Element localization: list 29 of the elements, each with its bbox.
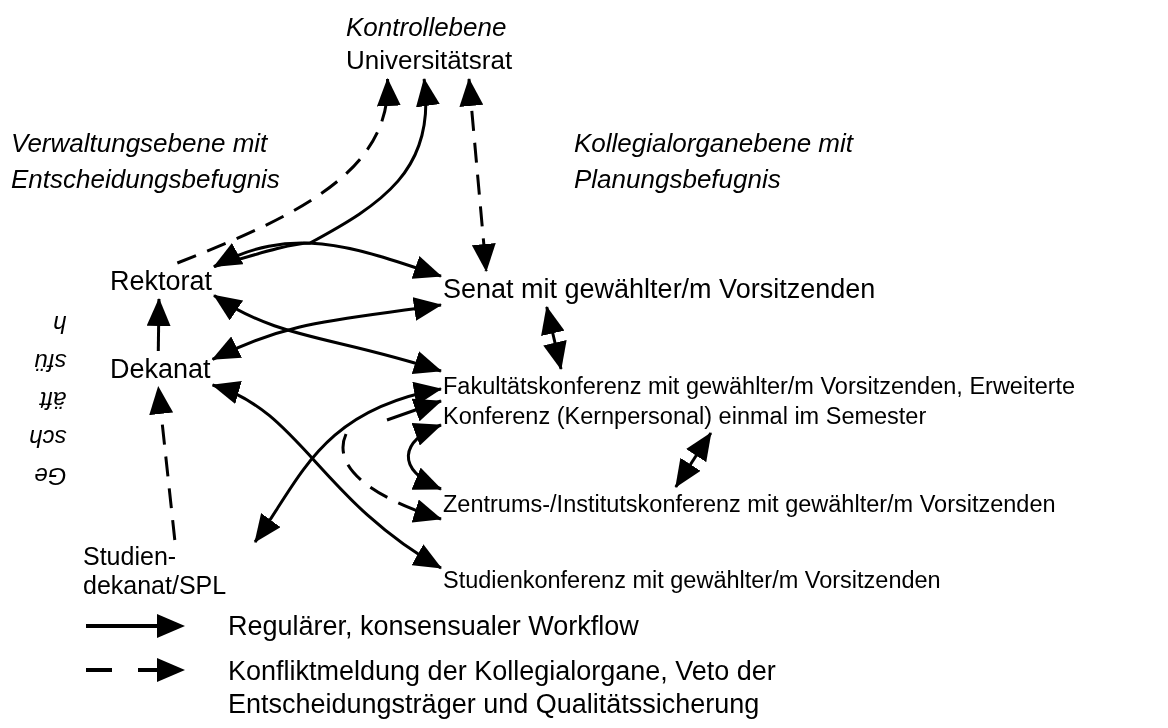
arrow (149, 386, 177, 541)
arrow (674, 432, 713, 488)
arrow (213, 241, 442, 279)
arrow (176, 78, 399, 265)
organ-label: Senat mit gewählter/m Vorsitzenden (443, 273, 876, 305)
arrow (213, 78, 439, 269)
organ-label: Universitätsrat (346, 44, 513, 77)
arrow (211, 296, 442, 361)
arrow (146, 298, 171, 352)
level-label: Verwaltungsebene mit Entscheidungsbefugnis (11, 127, 281, 196)
organ-label: Fakultätskonferenz mit gewählter/m Vorsitzenden, Erweiterte Konferenz (Kernpersonal) einmal im Semester (443, 372, 1077, 431)
arrow (541, 306, 567, 370)
organ-label: Studienkonferenz mit gewählter/m Vorsitzenden (443, 566, 941, 595)
level-heading: Kontrollebene (346, 11, 507, 44)
organ-label: Zentrums-/Institutskonferenz mit gewählter/m Vorsitzenden (443, 490, 1056, 519)
organ-label: Dekanat (110, 353, 211, 385)
arrow (386, 398, 442, 422)
organ-label: Studien-dekanat/SPL (83, 542, 228, 600)
arrow (459, 78, 496, 272)
organ-label: Rektorat (110, 265, 213, 297)
rotated-label: Geschäftsfüh (28, 310, 67, 492)
arrow (253, 383, 442, 543)
level-label: Kollegialorganebene mit Planungsbefugnis (574, 127, 855, 196)
arrow (406, 423, 442, 491)
arrow (341, 433, 442, 522)
legend-text: Konfliktmeldung der Kollegialorgane, Veto der Entscheidungsträger und Qualitätssicherung (228, 655, 777, 721)
legend-text: Regulärer, konsensualer Workflow (228, 610, 640, 643)
arrow (211, 383, 442, 570)
arrow (213, 294, 442, 375)
